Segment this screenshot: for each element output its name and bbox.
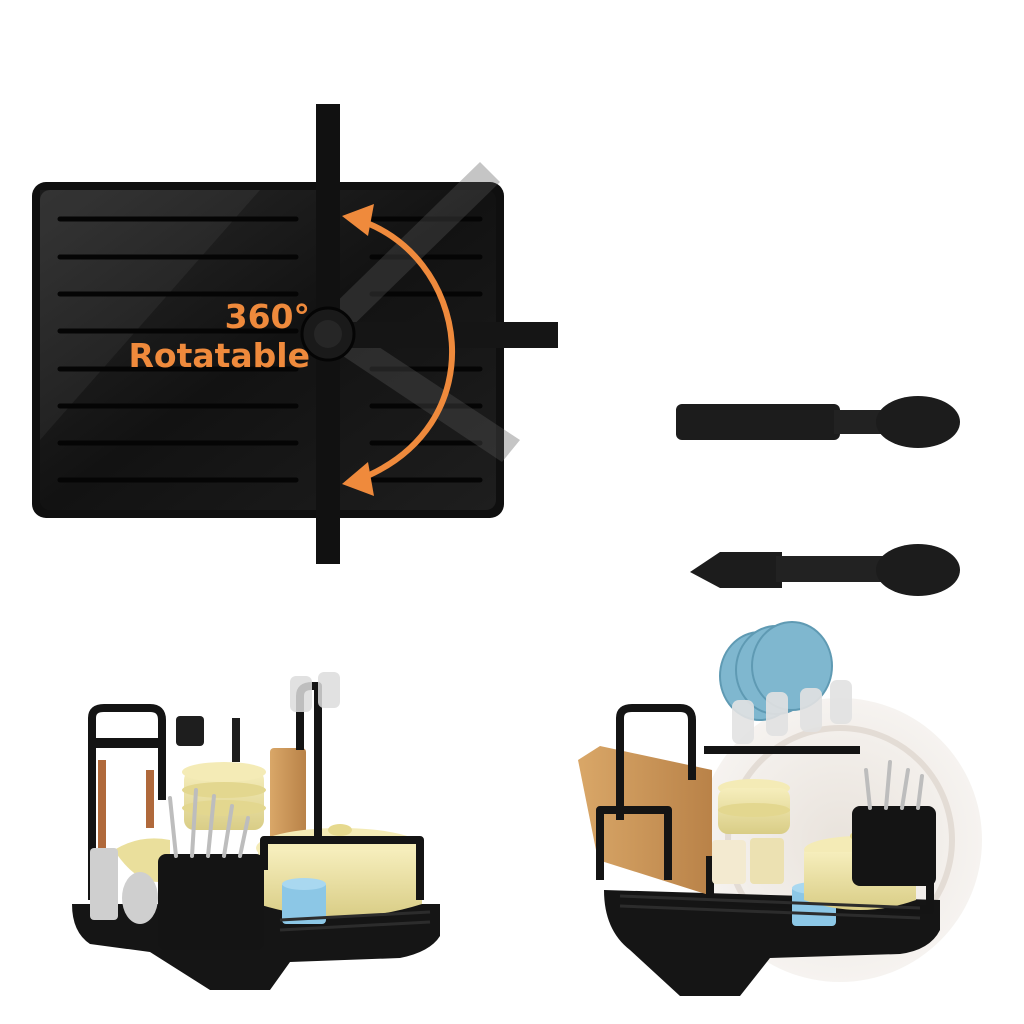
dish-rack-right — [578, 621, 982, 996]
curved-double-arrow-icon — [349, 215, 455, 485]
spout-bar-horizontal — [328, 322, 558, 348]
rotatable-callout: 360° Rotatable — [100, 297, 310, 376]
callout-word: Rotatable — [128, 335, 310, 375]
dish-rack-left — [72, 672, 440, 990]
drip-tray — [32, 104, 558, 564]
callout-degrees: 360° — [224, 297, 310, 336]
adjustment-tool-1 — [676, 396, 960, 448]
adjustment-tool-2 — [690, 544, 960, 596]
arrow-heads — [342, 204, 374, 496]
tray-ridges — [57, 216, 483, 483]
